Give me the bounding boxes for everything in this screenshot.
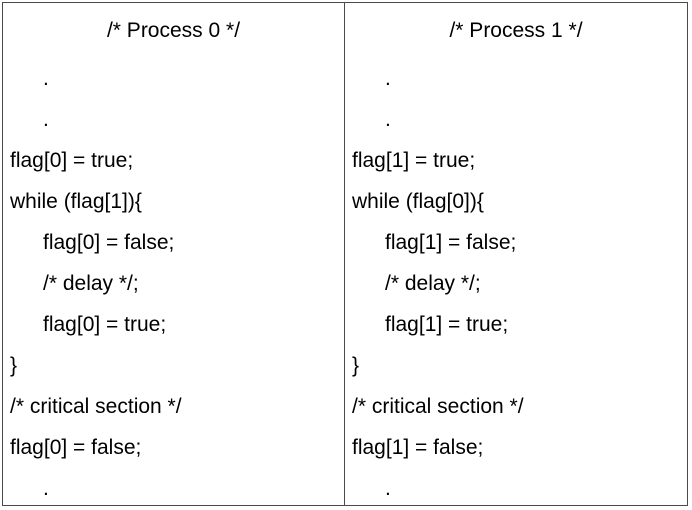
- code-line: /* critical section */: [352, 395, 524, 418]
- code-line: flag[1] = true;: [385, 313, 509, 336]
- process-0-header: /* Process 0 */: [106, 19, 241, 42]
- process-1-header: /* Process 1 */: [449, 19, 583, 42]
- code-line: flag[0] = true;: [10, 149, 134, 172]
- code-line: /* critical section */: [10, 395, 182, 418]
- code-line: /* delay */;: [385, 272, 481, 295]
- code-line: flag[1] = false;: [352, 436, 484, 459]
- code-line: .: [43, 477, 49, 500]
- code-line: }: [352, 354, 360, 377]
- code-line: while (flag[0]){: [352, 190, 484, 213]
- process-0-column: /* Process 0 */ . . flag[0] = true; whil…: [3, 3, 345, 505]
- code-line: flag[1] = true;: [352, 149, 476, 172]
- code-line: while (flag[1]){: [10, 190, 142, 213]
- code-line: flag[1] = false;: [385, 231, 517, 254]
- code-line: }: [10, 354, 18, 377]
- code-line: .: [43, 108, 49, 131]
- code-line: .: [385, 67, 391, 90]
- code-line: .: [43, 67, 49, 90]
- code-line: .: [385, 477, 391, 500]
- process-1-column: /* Process 1 */ . . flag[1] = true; whil…: [345, 3, 687, 505]
- code-line: .: [385, 108, 391, 131]
- code-line: flag[0] = false;: [10, 436, 142, 459]
- code-line: flag[0] = false;: [43, 231, 175, 254]
- code-comparison-table: /* Process 0 */ . . flag[0] = true; whil…: [2, 2, 688, 506]
- code-line: /* delay */;: [43, 272, 139, 295]
- code-line: flag[0] = true;: [43, 313, 167, 336]
